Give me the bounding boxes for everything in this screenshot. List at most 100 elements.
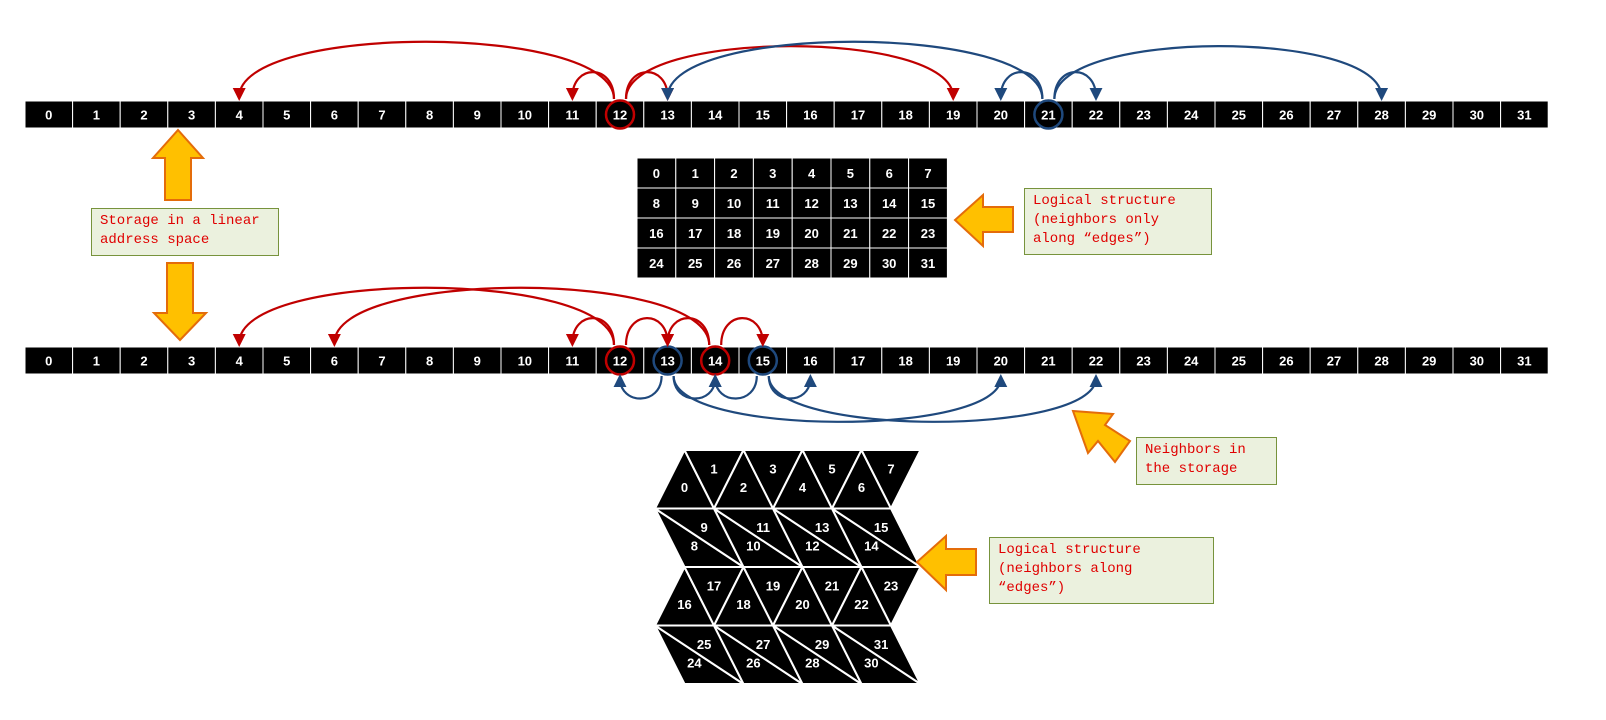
triangle-cell-label: 25 xyxy=(697,637,711,652)
grid-cell-label: 23 xyxy=(921,226,935,241)
neighbor-arc xyxy=(672,374,722,400)
grid-cell-label: 11 xyxy=(766,196,780,211)
block-arrow-left-square xyxy=(953,192,1014,249)
storage-cell xyxy=(452,346,502,375)
storage-cell-label: 17 xyxy=(851,108,865,123)
storage-cell-label: 24 xyxy=(1184,354,1199,369)
triangle-cell-label: 26 xyxy=(746,656,760,671)
neighbor-arc xyxy=(1053,45,1389,101)
storage-cell-label: 11 xyxy=(566,354,580,369)
storage-cell-label: 12 xyxy=(613,108,627,123)
grid-cell-label: 1 xyxy=(692,166,699,181)
block-arrow-down xyxy=(151,262,209,342)
storage-cell xyxy=(833,100,883,129)
storage-cell-label: 14 xyxy=(708,108,723,123)
grid-cell-label: 27 xyxy=(766,256,780,271)
grid-cell-label: 28 xyxy=(804,256,818,271)
grid-cell xyxy=(830,187,871,219)
storage-cell-label: 30 xyxy=(1470,108,1484,123)
grid-cell-label: 22 xyxy=(882,226,896,241)
grid-cell-label: 31 xyxy=(921,256,935,271)
triangle-cell-label: 0 xyxy=(681,480,688,495)
storage-cell-label: 29 xyxy=(1422,354,1436,369)
grid-cell-label: 9 xyxy=(692,196,699,211)
grid-cell xyxy=(714,247,754,279)
triangle-cell-label: 24 xyxy=(687,656,702,671)
storage-cell xyxy=(357,100,407,129)
storage-cell-label: 8 xyxy=(426,108,433,123)
storage-cell xyxy=(405,346,454,375)
grid-cell-label: 19 xyxy=(766,226,780,241)
storage-cell xyxy=(357,346,407,375)
storage-cell-label: 29 xyxy=(1422,108,1436,123)
storage-cell-label: 20 xyxy=(994,354,1008,369)
storage-cell xyxy=(262,346,312,375)
storage-cell xyxy=(214,100,264,129)
triangle-cell-label: 18 xyxy=(736,597,750,612)
storage-cell-label: 23 xyxy=(1136,108,1150,123)
storage-cell xyxy=(928,346,978,375)
triangle-cell-label: 7 xyxy=(887,461,894,476)
grid-cell xyxy=(908,247,948,279)
storage-cell xyxy=(405,100,454,129)
neighbor-arc xyxy=(565,71,616,101)
grid-cell xyxy=(714,217,754,249)
triangle-cell-label: 17 xyxy=(707,578,721,593)
storage-cell xyxy=(738,346,788,375)
triangle-cell-label: 5 xyxy=(828,461,835,476)
grid-cell xyxy=(791,187,832,219)
storage-cell-label: 22 xyxy=(1089,354,1103,369)
grid-cell-label: 20 xyxy=(804,226,818,241)
neighbor-arc xyxy=(767,374,817,400)
block-arrow-up xyxy=(150,128,206,201)
storage-cell-label: 9 xyxy=(474,354,481,369)
storage-cell xyxy=(548,100,597,129)
neighbor-arc xyxy=(767,374,1103,423)
grid-cell xyxy=(752,247,793,279)
triangle-cell-label: 19 xyxy=(766,578,780,593)
storage-cell xyxy=(1024,346,1073,375)
grid-cell-label: 6 xyxy=(886,166,893,181)
storage-cell-label: 31 xyxy=(1517,108,1531,123)
storage-cell xyxy=(976,100,1026,129)
storage-cell-label: 8 xyxy=(426,354,433,369)
storage-cell xyxy=(72,346,121,375)
triangle-logical-grid: 0123456789101112131415161718192021222324… xyxy=(654,449,922,685)
storage-cell-label: 10 xyxy=(518,354,532,369)
neighbor-arc xyxy=(994,71,1044,101)
triangle-cell-label: 30 xyxy=(864,656,878,671)
storage-cell-label: 2 xyxy=(140,108,147,123)
storage-cell-label: 25 xyxy=(1232,354,1246,369)
storage-cell-label: 3 xyxy=(188,108,195,123)
storage-cell-label: 25 xyxy=(1232,108,1246,123)
grid-cell-label: 25 xyxy=(688,256,702,271)
grid-cell-label: 4 xyxy=(808,166,816,181)
storage-cell-label: 18 xyxy=(898,108,912,123)
grid-cell xyxy=(636,247,677,279)
neighbor-arc xyxy=(232,286,616,347)
storage-cell-label: 16 xyxy=(803,108,817,123)
grid-cell-label: 2 xyxy=(730,166,737,181)
storage-cell-label: 13 xyxy=(660,108,674,123)
grid-cell xyxy=(869,217,910,249)
storage-cell xyxy=(1262,346,1311,375)
storage-cell xyxy=(500,346,550,375)
storage-cell-label: 11 xyxy=(566,108,580,123)
storage-cell xyxy=(1071,346,1121,375)
triangle-cell-label: 3 xyxy=(769,461,776,476)
storage-cell-label: 5 xyxy=(283,108,290,123)
grid-cell xyxy=(869,187,910,219)
storage-cell-label: 1 xyxy=(93,108,100,123)
grid-cell xyxy=(869,157,910,189)
triangle-cell xyxy=(831,624,922,685)
triangle-cell-label: 12 xyxy=(805,539,819,554)
storage-cell-label: 13 xyxy=(660,354,674,369)
neighbor-arc xyxy=(661,317,711,347)
storage-cell-label: 17 xyxy=(851,354,865,369)
storage-cell xyxy=(690,346,740,375)
callout-logical-square: Logical structure (neighbors only along … xyxy=(1024,188,1212,255)
grid-cell-label: 14 xyxy=(882,196,897,211)
